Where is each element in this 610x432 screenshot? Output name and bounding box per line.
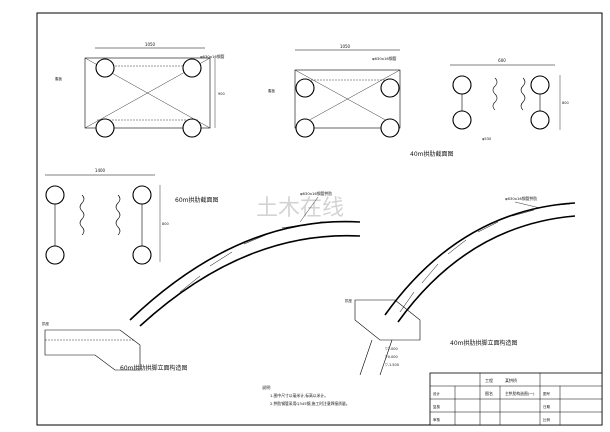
svg-text:审核: 审核 <box>433 417 441 422</box>
svg-text:某拱桥: 某拱桥 <box>505 377 517 383</box>
notes-line-2: 2.拱肋钢管采用Q345钢,施工时注意焊接质量。 <box>270 401 350 406</box>
notes-block: 说明 1.图中尺寸以毫米计,标高以米计。 2.拱肋钢管采用Q345钢,施工时注意… <box>262 384 350 406</box>
title-block: 工程 某拱桥 图名 主拱肋构造图(一) 设计 复核 审核 图号 日期 比例 <box>429 372 603 426</box>
section-40m-top: 1050 φ630x16钢管 腹板 40m拱肋截面图 <box>268 44 453 158</box>
svg-text:φ630x16钢管拱肋: φ630x16钢管拱肋 <box>505 196 537 201</box>
svg-text:φ630x16钢管: φ630x16钢管 <box>372 56 397 61</box>
svg-text:工程: 工程 <box>485 377 493 383</box>
svg-text:比例: 比例 <box>543 417 551 422</box>
svg-text:土木在线: 土木在线 <box>256 196 344 221</box>
svg-text:1050: 1050 <box>145 42 156 47</box>
svg-text:800: 800 <box>562 101 569 105</box>
svg-text:1400: 1400 <box>95 168 106 173</box>
svg-text:▽2.000: ▽2.000 <box>385 347 398 351</box>
svg-text:1050: 1050 <box>340 44 351 49</box>
arch-40m-elevation: ▽2.000 ▽0.000 ▽-1.500 φ630x16钢管拱肋 拱座 40m… <box>345 196 576 376</box>
svg-text:600: 600 <box>498 58 506 63</box>
svg-text:800: 800 <box>162 222 169 226</box>
svg-text:图名: 图名 <box>485 390 493 396</box>
section-40m-title: 40m拱肋截面图 <box>410 150 453 158</box>
svg-text:设计: 设计 <box>433 391 441 396</box>
svg-text:主拱肋构造图(一): 主拱肋构造图(一) <box>505 391 535 396</box>
svg-text:拱座: 拱座 <box>42 321 49 326</box>
svg-text:φ530: φ530 <box>482 137 492 141</box>
svg-text:▽0.000: ▽0.000 <box>385 355 398 359</box>
section-60m-title: 60m拱肋截面图 <box>175 196 218 204</box>
svg-text:腹板: 腹板 <box>55 76 62 81</box>
svg-text:图号: 图号 <box>543 391 551 396</box>
svg-text:900: 900 <box>218 92 225 96</box>
section-small-top-right: 600 800 φ530 <box>450 58 569 141</box>
svg-text:复核: 复核 <box>433 404 441 409</box>
section-60m-top: 1050 φ630x16钢管 腹板 900 <box>55 42 225 138</box>
sheet-border <box>36 12 603 426</box>
notes-line-1: 1.图中尺寸以毫米计,标高以米计。 <box>270 393 328 398</box>
notes-heading: 说明 <box>262 384 270 391</box>
svg-text:φ630x16钢管: φ630x16钢管 <box>200 54 225 59</box>
watermark: 土木在线 <box>256 196 344 221</box>
svg-text:日期: 日期 <box>543 404 551 409</box>
svg-text:▽-1.500: ▽-1.500 <box>385 363 399 367</box>
svg-text:拱座: 拱座 <box>345 298 353 303</box>
svg-text:φ630x16钢管拱肋: φ630x16钢管拱肋 <box>300 191 332 196</box>
elevation-60m-title: 60m拱肋拱脚立面构造图 <box>120 364 187 372</box>
section-middle-left: 1400 800 60m拱肋截面图 <box>45 168 218 265</box>
svg-text:腹板: 腹板 <box>268 88 276 93</box>
arch-60m-elevation: φ630x16钢管拱肋 拱座 60m拱肋拱脚立面构造图 <box>42 191 361 372</box>
elevation-40m-title: 40m拱肋拱脚立面构造图 <box>450 339 517 347</box>
